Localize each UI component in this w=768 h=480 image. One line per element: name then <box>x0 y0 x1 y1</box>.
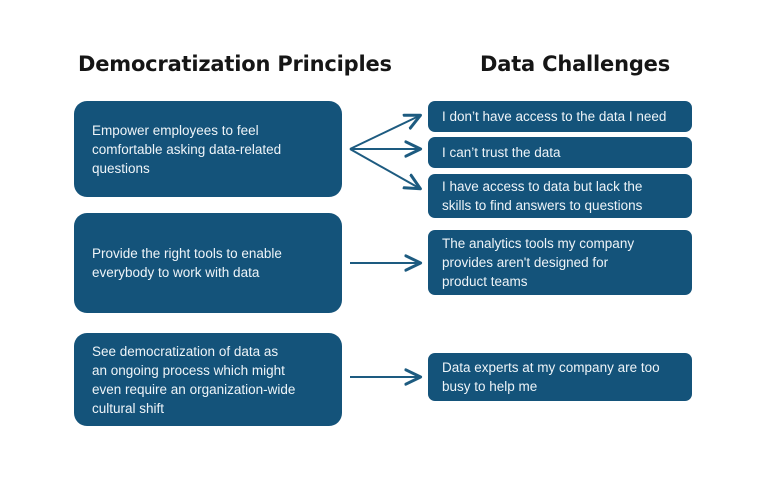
principle-node-2[interactable]: Provide the right tools to enable everyb… <box>74 213 342 313</box>
challenge-node-1-label: I don’t have access to the data I need <box>442 109 667 124</box>
principle-node-3[interactable]: See democratization of data as an ongoin… <box>74 333 342 426</box>
column-heading-challenges: Data Challenges <box>480 52 671 76</box>
principle-node-3-label: See democratization of data as an ongoin… <box>92 343 296 416</box>
challenge-node-1[interactable]: I don’t have access to the data I need <box>428 101 692 132</box>
challenge-node-5-label: Data experts at my company are too busy … <box>442 360 660 394</box>
challenge-node-2[interactable]: I can’t trust the data <box>428 137 692 168</box>
principle-node-1[interactable]: Empower employees to feel comfortable as… <box>74 101 342 197</box>
challenge-node-4[interactable]: The analytics tools my company provides … <box>428 230 692 295</box>
challenge-node-4-label: The analytics tools my company provides … <box>442 236 635 289</box>
principle-node-2-label: Provide the right tools to enable everyb… <box>92 246 282 280</box>
challenge-node-5[interactable]: Data experts at my company are too busy … <box>428 353 692 401</box>
challenge-node-3[interactable]: I have access to data but lack the skill… <box>428 174 692 218</box>
arrow-principle-0-to-challenge-2 <box>349 148 419 188</box>
arrow-principle-0-to-challenge-0 <box>349 116 419 150</box>
challenge-node-2-label: I can’t trust the data <box>442 145 561 160</box>
challenge-node-3-label: I have access to data but lack the skill… <box>442 179 643 213</box>
column-heading-principles: Democratization Principles <box>78 52 392 76</box>
principle-node-1-label: Empower employees to feel comfortable as… <box>92 122 282 176</box>
